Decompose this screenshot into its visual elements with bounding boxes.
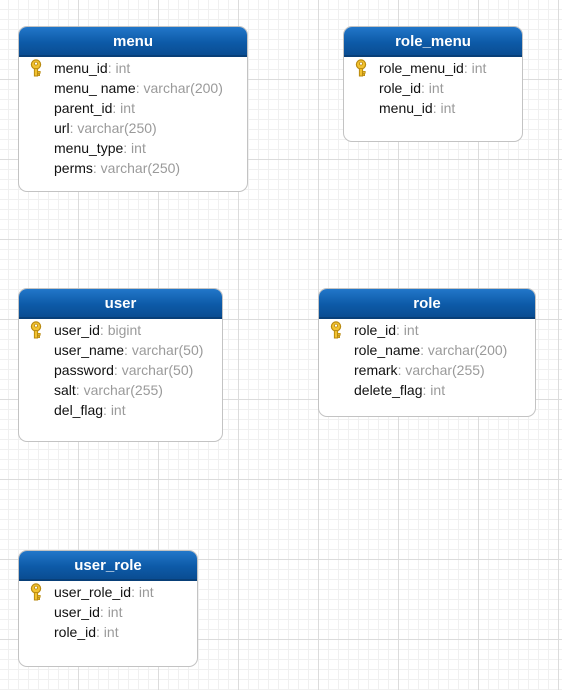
field-row[interactable]: role_id: int — [344, 78, 522, 98]
field-row[interactable]: url: varchar(250) — [19, 118, 247, 138]
field-type: : int — [123, 140, 146, 156]
primary-key-icon — [28, 321, 44, 339]
primary-key-icon — [28, 583, 44, 601]
field-type: : varchar(255) — [75, 382, 163, 398]
field-row[interactable]: role_name: varchar(200) — [319, 340, 535, 360]
field-name: role_name — [354, 342, 421, 358]
field-row[interactable]: role_menu_id: int — [344, 58, 522, 78]
entity-role-menu-title: role_menu — [344, 27, 522, 57]
field-name: role_menu_id — [379, 60, 464, 76]
field-name: user_id — [54, 322, 100, 338]
field-type: : int — [96, 624, 119, 640]
field-name: url — [54, 120, 70, 136]
field-name: delete_flag — [354, 382, 423, 398]
primary-key-icon — [328, 321, 344, 339]
field-name: perms — [54, 160, 93, 176]
field-type: : varchar(250) — [92, 160, 181, 176]
field-name: user_role_id — [54, 584, 132, 600]
field-row[interactable]: menu_type: int — [19, 138, 247, 158]
field-type: : int — [421, 80, 444, 96]
field-type: : int — [396, 322, 419, 338]
field-row[interactable]: menu_id: int — [19, 58, 247, 78]
field-row[interactable]: salt: varchar(255) — [19, 380, 222, 400]
primary-key-icon — [28, 59, 44, 77]
field-name: menu_ name — [54, 80, 136, 96]
field-type: : int — [103, 402, 126, 418]
field-row[interactable]: role_id: int — [319, 320, 535, 340]
field-name: parent_id — [54, 100, 113, 116]
field-type: : int — [99, 604, 123, 620]
field-row[interactable]: parent_id: int — [19, 98, 247, 118]
field-type: : varchar(255) — [397, 362, 485, 378]
field-type: : varchar(200) — [420, 342, 508, 358]
field-name: role_id — [379, 80, 422, 96]
field-name: user_name — [54, 342, 125, 358]
field-row[interactable]: password: varchar(50) — [19, 360, 222, 380]
field-name: password — [54, 362, 114, 378]
field-type: : int — [107, 60, 131, 76]
field-name: user_id — [54, 604, 100, 620]
field-type: : varchar(200) — [135, 80, 223, 96]
entity-user-role-title: user_role — [19, 551, 197, 581]
field-row[interactable]: role_id: int — [19, 622, 197, 642]
field-type: : int — [131, 584, 154, 600]
field-name: del_flag — [54, 402, 104, 418]
field-name: menu_id — [379, 100, 433, 116]
entity-role-title: role — [319, 289, 535, 319]
field-type: : int — [432, 100, 456, 116]
field-row[interactable]: menu_ name: varchar(200) — [19, 78, 247, 98]
field-type: : int — [422, 382, 446, 398]
field-row[interactable]: user_role_id: int — [19, 582, 197, 602]
entity-menu-title: menu — [19, 27, 247, 57]
field-name: role_id — [354, 322, 397, 338]
primary-key-icon — [353, 59, 369, 77]
field-row[interactable]: user_name: varchar(50) — [19, 340, 222, 360]
field-row[interactable]: menu_id: int — [344, 98, 522, 118]
field-type: : int — [112, 100, 135, 116]
field-name: menu_id — [54, 60, 108, 76]
field-row[interactable]: user_id: int — [19, 602, 197, 622]
field-name: remark — [354, 362, 398, 378]
field-row[interactable]: del_flag: int — [19, 400, 222, 420]
field-type: : varchar(250) — [69, 120, 157, 136]
field-name: salt — [54, 382, 76, 398]
field-type: : int — [463, 60, 487, 76]
field-row[interactable]: user_id: bigint — [19, 320, 222, 340]
field-type: : varchar(50) — [124, 342, 204, 358]
field-name: menu_type — [54, 140, 124, 156]
field-row[interactable]: remark: varchar(255) — [319, 360, 535, 380]
entity-user-title: user — [19, 289, 222, 319]
field-type: : bigint — [99, 322, 142, 338]
field-name: role_id — [54, 624, 97, 640]
field-row[interactable]: perms: varchar(250) — [19, 158, 247, 178]
field-type: : varchar(50) — [113, 362, 194, 378]
field-row[interactable]: delete_flag: int — [319, 380, 535, 400]
